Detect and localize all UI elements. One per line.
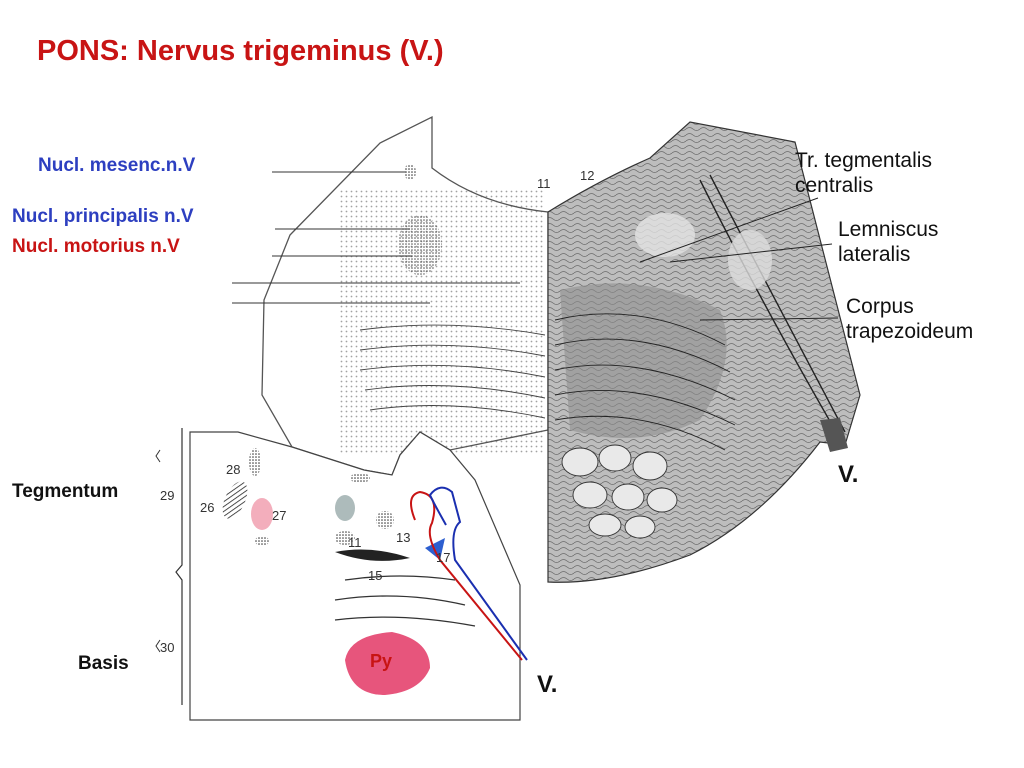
page-title: PONS: Nervus trigeminus (V.) <box>37 35 444 67</box>
label-nerve-v-upper: V. <box>838 461 859 488</box>
upper-section-outline <box>261 115 549 476</box>
figure-number-11: 11 <box>348 535 362 550</box>
label-corpus-line2: trapezoideum <box>846 320 974 343</box>
tegmentum-basis-brace <box>175 428 183 705</box>
figure-number-17: 17 <box>436 550 451 565</box>
nucleus-13 <box>376 511 394 529</box>
figure-number-13: 13 <box>396 530 411 545</box>
nucleus-principalis-dots <box>398 215 442 275</box>
label-nucl-mesenc: Nucl. mesenc.n.V <box>38 155 196 176</box>
histological-section <box>547 121 861 583</box>
nerve-sensory-fiber <box>428 486 528 661</box>
right-leader-lines <box>639 197 839 321</box>
nucleus-mesenc-dots <box>404 164 416 180</box>
figure-label-py: Py <box>370 651 393 671</box>
lower-schematic-section <box>155 428 528 721</box>
figure-number-26: 26 <box>200 500 215 515</box>
nucleus-28 <box>249 448 261 476</box>
nucleus-26 <box>222 481 248 519</box>
figure-number-15: 15 <box>368 568 383 583</box>
figure-number-11-top: 11 <box>537 176 551 191</box>
nerve-root-histology <box>820 418 848 452</box>
label-tr-tegmentalis-line1: Tr. tegmentalis <box>795 149 932 172</box>
nucleus-27 <box>251 498 273 530</box>
figure-number-12: 12 <box>580 168 595 183</box>
figure-number-28: 28 <box>226 462 241 477</box>
label-nucl-motorius: Nucl. motorius n.V <box>12 236 180 257</box>
nucleus-11 <box>335 495 355 521</box>
figure-number-29: 29 <box>160 488 175 503</box>
pyramid-tract <box>345 632 430 695</box>
figure-number-27: 27 <box>272 508 287 523</box>
label-corpus-line1: Corpus <box>846 295 914 318</box>
label-basis: Basis <box>78 653 129 674</box>
label-nerve-v-lower: V. <box>537 671 558 698</box>
label-lemniscus-line1: Lemniscus <box>838 218 939 241</box>
lemniscus-15 <box>335 549 410 561</box>
label-tegmentum: Tegmentum <box>12 481 119 502</box>
label-tr-tegmentalis-line2: centralis <box>795 174 874 197</box>
label-lemniscus-line2: lateralis <box>838 243 911 266</box>
left-leader-lines <box>232 171 520 304</box>
figure-number-30: 30 <box>160 640 175 655</box>
label-nucl-principalis: Nucl. principalis n.V <box>12 206 194 227</box>
